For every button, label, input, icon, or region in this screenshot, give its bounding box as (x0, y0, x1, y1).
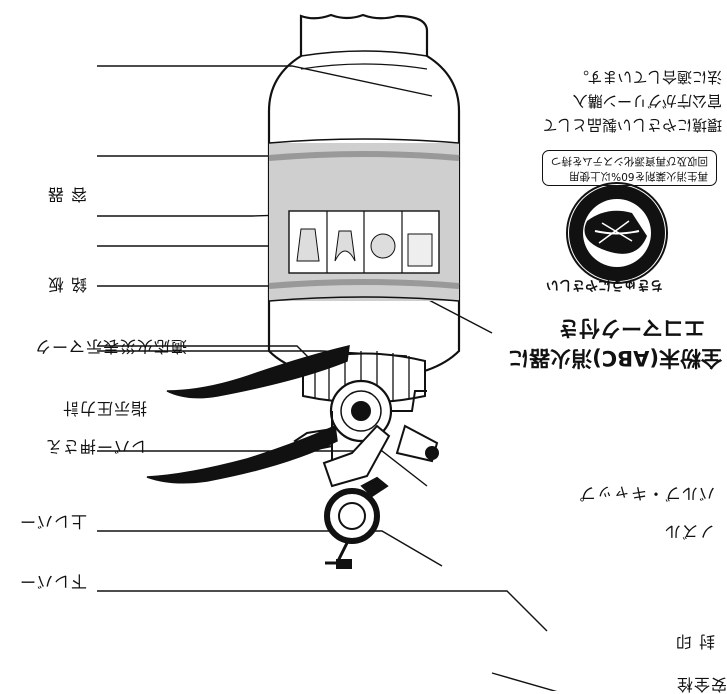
recycle-line2: 回収及び再資源化システムを持つ (550, 155, 708, 167)
recycle-line1: 再生消火薬剤を60%以上使用 (569, 170, 708, 182)
ecomark-title-line1: 全粉末(ABC)消火器に (508, 346, 722, 370)
label-nameplate: 銘 板 (46, 275, 87, 294)
ecomark-title-line2: エコマーク付き (558, 316, 705, 340)
seal (360, 476, 389, 498)
label-container: 容 器 (46, 185, 87, 204)
description-line3: 法に適合しています。 (573, 68, 722, 86)
description-line1: 環境にやさしい製品として (542, 116, 722, 134)
recycle-box: 再生消火薬剤を60%以上使用 回収及び再資源化システムを持つ (541, 150, 717, 186)
label-lower-lever: 下レバー (18, 572, 87, 591)
label-seal: 封 印 (674, 632, 715, 651)
label-nozzle: ノズル (663, 522, 715, 541)
description-line2: 官公庁がグリーン購入 (572, 92, 722, 110)
label-upper-lever: 上レバー (18, 512, 87, 531)
upper-lever (166, 345, 350, 399)
nameplate-band (268, 138, 460, 302)
lever-holder (322, 411, 391, 488)
ecomark-arc-text: ちきゅうにやさしい (545, 277, 663, 292)
label-fire-type-mark: 適応火災表示マーク (33, 337, 187, 356)
label-pressure-gauge: 指示圧力計 (61, 399, 147, 418)
label-valve-cap: バルブ・キャップ (578, 484, 715, 503)
lower-lever (146, 424, 338, 484)
label-lever-holder: レバー押さえ (44, 437, 147, 456)
label-safety-pin: 安全栓 (675, 675, 727, 694)
safety-pin-ring (324, 488, 380, 569)
